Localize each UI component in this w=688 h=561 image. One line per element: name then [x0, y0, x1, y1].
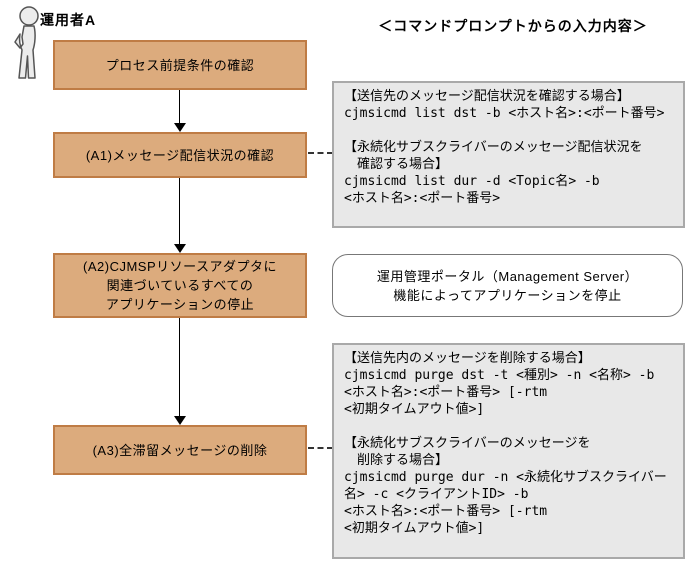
arrow-down-line	[179, 90, 180, 124]
arrow-down-line	[179, 178, 180, 245]
note-heading: 削除する場合】	[344, 453, 449, 468]
step-label: プロセス前提条件の確認	[105, 57, 255, 73]
arrow-down-line	[179, 318, 180, 417]
actor-label: 運用者A	[40, 12, 97, 28]
arrow-down-head	[174, 123, 186, 132]
step-process-precondition: プロセス前提条件の確認	[53, 40, 307, 90]
dashed-connector-a1	[308, 152, 333, 154]
blank-line	[344, 122, 679, 139]
diagram-title: ＜コマンドプロンプトからの入力内容＞	[378, 18, 648, 34]
note-a3-commands: 【送信先内のメッセージを削除する場合】 cjmsicmd purge dst -…	[332, 343, 685, 559]
blank-line	[344, 418, 679, 435]
arrow-down-head	[174, 244, 186, 253]
step-label: (A3)全滞留メッセージの削除	[92, 442, 268, 458]
step-label-line: (A2)CJMSPリソースアダプタに	[83, 259, 277, 274]
dashed-connector-a3	[308, 447, 333, 449]
note-heading: 【永続化サブスクライバーのメッセージを	[344, 436, 591, 451]
command-line: cjmsicmd purge dur -n <永続化サブスクライバー	[344, 470, 667, 485]
person-icon	[14, 6, 39, 79]
note-heading: 【送信先のメッセージ配信状況を確認する場合】	[344, 89, 630, 104]
step-label-line: アプリケーションの停止	[105, 297, 255, 312]
note-a1-commands: 【送信先のメッセージ配信状況を確認する場合】 cjmsicmd list dst…	[332, 81, 685, 228]
step-a1-check-delivery: (A1)メッセージ配信状況の確認	[53, 132, 307, 178]
note-line: 運用管理ポータル（Management Server）	[376, 268, 639, 284]
step-a2-stop-applications: (A2)CJMSPリソースアダプタに 関連づいているすべての アプリケーションの…	[53, 253, 307, 318]
arrow-down-head	[174, 416, 186, 425]
step-label: (A1)メッセージ配信状況の確認	[85, 147, 275, 163]
step-a3-delete-messages: (A3)全滞留メッセージの削除	[53, 425, 307, 475]
note-heading: 【送信先内のメッセージを削除する場合】	[344, 351, 591, 366]
command-line: cjmsicmd list dst -b <ホスト名>:<ポート番号>	[344, 106, 665, 121]
command-line: <ホスト名>:<ポート番号> [-rtm	[344, 385, 548, 400]
command-line: cjmsicmd purge dst -t <種別> -n <名称> -b	[344, 368, 655, 383]
command-line: <ホスト名>:<ポート番号>	[344, 191, 501, 206]
command-line: <ホスト名>:<ポート番号> [-rtm	[344, 504, 548, 519]
command-line: 名> -c <クライアントID> -b	[344, 487, 529, 502]
command-line: cjmsicmd list dur -d <Topic名> -b	[344, 174, 600, 189]
note-heading: 【永続化サブスクライバーのメッセージ配信状況を	[344, 140, 643, 155]
command-line: <初期タイムアウト値>]	[344, 521, 485, 536]
command-line: <初期タイムアウト値>]	[344, 402, 485, 417]
note-line: 機能によってアプリケーションを停止	[393, 287, 622, 303]
note-a2-management-server: 運用管理ポータル（Management Server） 機能によってアプリケーシ…	[332, 254, 683, 317]
note-heading: 確認する場合】	[344, 157, 449, 172]
step-label-line: 関連づいているすべての	[106, 278, 254, 293]
